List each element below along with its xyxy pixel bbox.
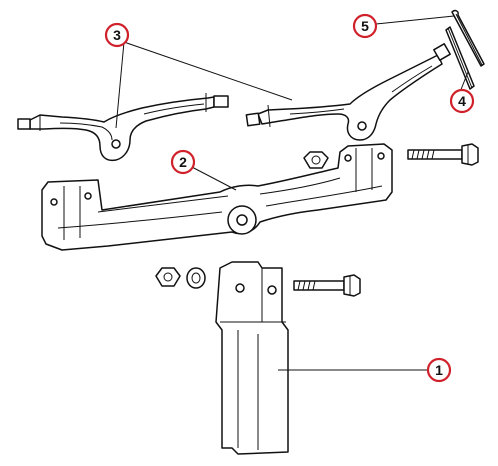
part-5-cotter-pin — [451, 9, 485, 67]
callout-5-label: 5 — [361, 18, 369, 34]
hex-nut-lower — [155, 267, 181, 287]
callout-3-label: 3 — [113, 27, 121, 43]
callout-2: 2 — [170, 149, 196, 175]
callout-1-label: 1 — [435, 362, 443, 378]
part-3-left-arm — [17, 93, 229, 162]
callout-1: 1 — [426, 357, 452, 383]
callout-4-label: 4 — [458, 93, 466, 109]
part-3-right-arm — [245, 43, 451, 141]
callout-2-label: 2 — [179, 154, 187, 170]
leader-lines — [115, 15, 469, 371]
part-2-yoke-bar — [41, 143, 393, 251]
callout-5: 5 — [352, 13, 378, 39]
washer-lower — [186, 267, 206, 289]
callout-4: 4 — [449, 88, 475, 114]
callout-3: 3 — [104, 22, 130, 48]
part-1-upright-bracket — [215, 261, 289, 455]
hex-nut-upper — [303, 151, 329, 169]
hex-bolt-lower — [293, 274, 361, 297]
hex-bolt-upper — [407, 143, 479, 166]
